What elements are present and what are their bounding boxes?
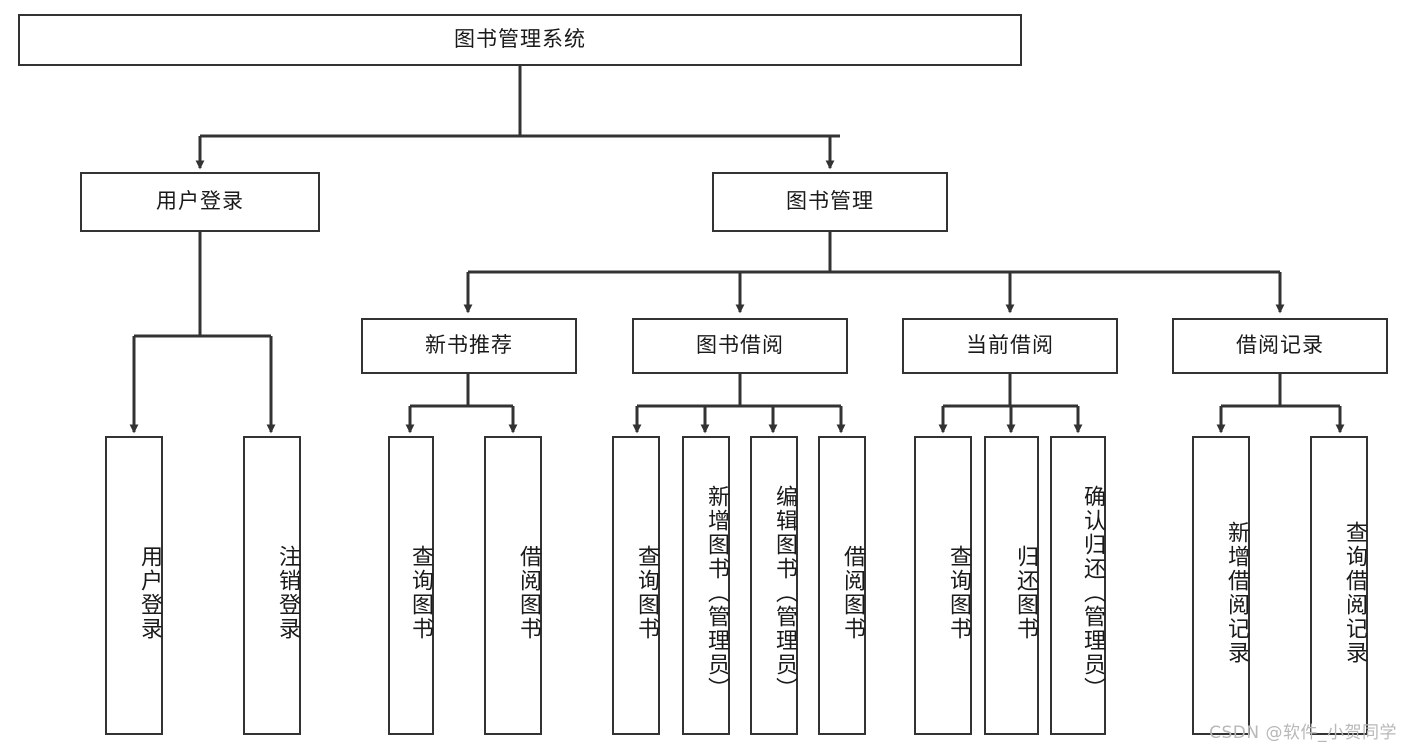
leaf-label: 查询借阅记录 [1342, 520, 1367, 665]
node-book-management[interactable]: 图书管理 [712, 172, 948, 232]
leaf-label: 注销登录 [275, 544, 300, 641]
node-book-borrow-label: 图书借阅 [696, 333, 784, 358]
leaf-label: 归还图书 [1013, 544, 1038, 641]
node-root-book-management-system[interactable]: 图书管理系统 [18, 14, 1022, 66]
leaf-borrow-query-book[interactable]: 查询图书 [612, 436, 660, 735]
leaf-label: 查询图书 [634, 544, 659, 641]
leaf-label: 借阅图书 [516, 544, 541, 641]
node-book-management-label: 图书管理 [786, 189, 874, 214]
leaf-label: 新增图书（管理员） [704, 484, 729, 701]
leaf-label: 查询图书 [946, 544, 971, 641]
leaf-label: 新增借阅记录 [1224, 520, 1249, 665]
node-current-borrow-label: 当前借阅 [966, 333, 1054, 358]
leaf-label: 用户登录 [137, 544, 162, 641]
leaf-borrow-borrow-book[interactable]: 借阅图书 [818, 436, 866, 735]
node-current-borrow[interactable]: 当前借阅 [902, 318, 1118, 374]
leaf-new-book-query-book[interactable]: 查询图书 [388, 436, 434, 735]
node-borrow-record-label: 借阅记录 [1236, 333, 1324, 358]
leaf-user-login-logout[interactable]: 注销登录 [243, 436, 301, 735]
leaf-current-query-book[interactable]: 查询图书 [914, 436, 972, 735]
csdn-watermark: CSDN @软件_小贺同学 [1209, 723, 1397, 743]
leaf-borrow-edit-book-admin[interactable]: 编辑图书（管理员） [750, 436, 798, 735]
node-user-login-label: 用户登录 [156, 189, 244, 214]
leaf-label: 确认归还（管理员） [1080, 484, 1105, 701]
leaf-current-return-book[interactable]: 归还图书 [984, 436, 1039, 735]
node-user-login[interactable]: 用户登录 [80, 172, 320, 232]
leaf-user-login-login[interactable]: 用户登录 [105, 436, 163, 735]
node-root-label: 图书管理系统 [454, 27, 586, 52]
leaf-label: 编辑图书（管理员） [772, 484, 797, 701]
leaf-current-confirm-return-admin[interactable]: 确认归还（管理员） [1050, 436, 1106, 735]
leaf-record-query-borrow-record[interactable]: 查询借阅记录 [1310, 436, 1368, 735]
leaf-new-book-borrow-book[interactable]: 借阅图书 [484, 436, 542, 735]
node-new-book-recommend[interactable]: 新书推荐 [361, 318, 577, 374]
leaf-label: 借阅图书 [840, 544, 865, 641]
leaf-record-add-borrow-record[interactable]: 新增借阅记录 [1192, 436, 1250, 735]
leaf-borrow-add-book-admin[interactable]: 新增图书（管理员） [682, 436, 730, 735]
leaf-label: 查询图书 [408, 544, 433, 641]
node-new-book-recommend-label: 新书推荐 [425, 333, 513, 358]
node-borrow-record[interactable]: 借阅记录 [1172, 318, 1388, 374]
node-book-borrow[interactable]: 图书借阅 [632, 318, 848, 374]
